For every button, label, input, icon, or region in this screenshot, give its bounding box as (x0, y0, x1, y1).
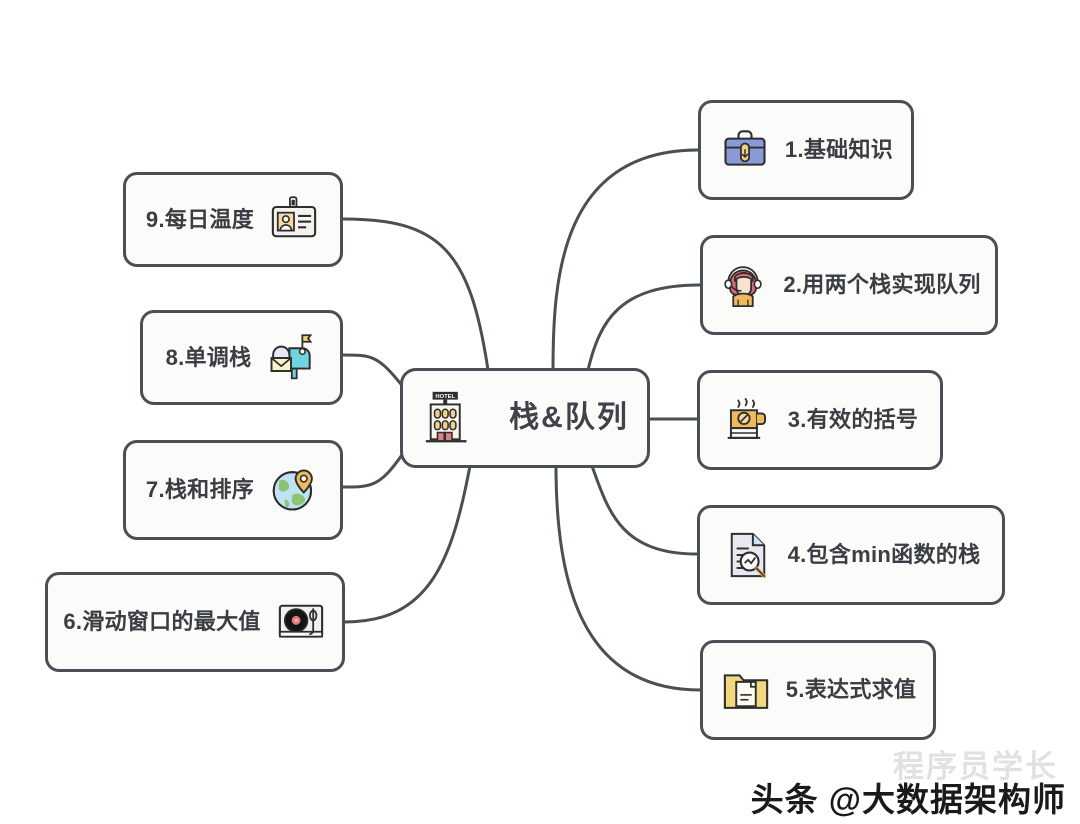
node-5[interactable]: 5.表达式求值 (700, 640, 936, 740)
node-1[interactable]: 1.基础知识 (698, 100, 914, 200)
connector-to-node-9 (341, 217, 490, 372)
folder-file-icon (720, 664, 772, 716)
watermark-text: 头条 @大数据架构师 (750, 781, 1066, 818)
id-badge-icon (268, 194, 320, 246)
hotel-building-icon: HOTEL (421, 387, 483, 449)
watermark: 头条 @大数据架构师 (751, 783, 1066, 816)
connector-to-node-4 (590, 464, 699, 556)
globe-pin-icon (268, 464, 320, 516)
connector-to-node-7 (341, 450, 406, 489)
node-4[interactable]: 4.包含min函数的栈 (697, 505, 1005, 605)
connector-to-node-1 (551, 148, 700, 372)
svg-text:HOTEL: HOTEL (436, 394, 456, 400)
central-node[interactable]: HOTEL 栈&队列 (400, 368, 650, 468)
record-player-icon (275, 596, 327, 648)
node-4-label: 4.包含min函数的栈 (787, 542, 981, 567)
node-9[interactable]: 9.每日温度 (123, 172, 343, 267)
briefcase-icon (719, 124, 771, 176)
ghost-watermark: 程序员学长 (893, 741, 1058, 786)
node-6[interactable]: 6.滑动窗口的最大值 (45, 572, 345, 672)
connector-to-node-6 (343, 464, 472, 624)
node-6-label: 6.滑动窗口的最大值 (63, 609, 261, 634)
document-search-icon (722, 529, 774, 581)
connector-to-node-5 (554, 464, 702, 692)
ghost-watermark-text: 程序员学长 (893, 749, 1058, 784)
mailbox-icon (265, 332, 317, 384)
node-7[interactable]: 7.栈和排序 (123, 440, 343, 540)
support-agent-icon (717, 259, 769, 311)
connector-to-node-2 (586, 283, 702, 372)
node-7-label: 7.栈和排序 (145, 477, 255, 502)
node-5-label: 5.表达式求值 (785, 677, 917, 702)
node-3[interactable]: 3.有效的括号 (697, 370, 943, 470)
node-9-label: 9.每日温度 (145, 206, 255, 232)
node-8[interactable]: 8.单调栈 (140, 310, 343, 405)
node-2[interactable]: 2.用两个栈实现队列 (700, 235, 998, 335)
node-8-label: 8.单调栈 (165, 344, 252, 370)
node-1-label: 1.基础知识 (784, 137, 894, 162)
connector-to-node-8 (341, 353, 406, 390)
node-2-label: 2.用两个栈实现队列 (783, 272, 981, 297)
central-node-label: 栈&队列 (509, 401, 629, 434)
node-3-label: 3.有效的括号 (787, 407, 919, 432)
coffee-mug-icon (722, 394, 774, 446)
